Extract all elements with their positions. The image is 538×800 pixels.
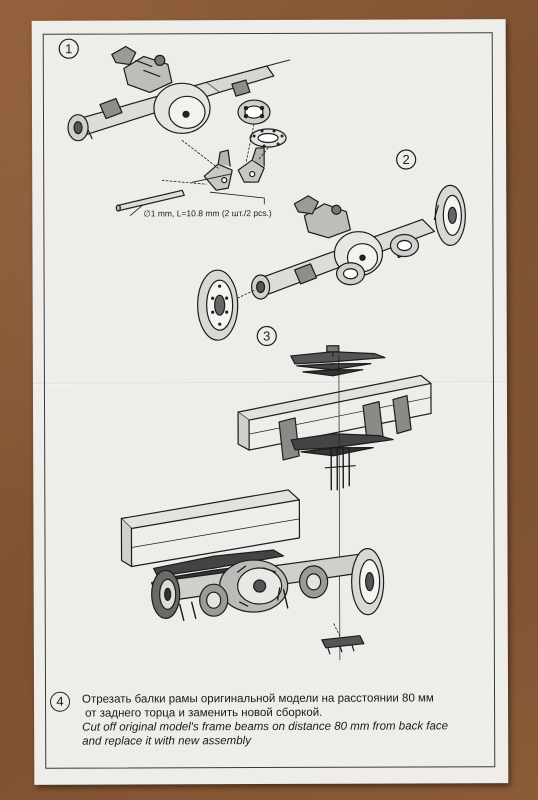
assembly-drawings: 1 2 3 ∅1 mm, L=10.8 mm (2 шт./2 pcs.) bbox=[58, 38, 466, 661]
step1-axle-drawing bbox=[67, 45, 291, 216]
step2-badge bbox=[396, 149, 417, 170]
instruction-ru-line1: Отрезать балки рамы оригинальной модели … bbox=[82, 692, 434, 706]
step3-frame-assembly-drawing bbox=[120, 489, 385, 655]
step2-axle-drawing bbox=[197, 184, 466, 341]
instruction-sheet: 1 2 3 ∅1 mm, L=10.8 mm (2 шт./2 pcs.) 4 … bbox=[31, 19, 509, 785]
step3-badge bbox=[256, 325, 277, 347]
instruction-en-line1: Cut off original model's frame beams on … bbox=[82, 720, 449, 734]
step2-number: 2 bbox=[403, 152, 410, 167]
step1-number: 1 bbox=[65, 41, 72, 56]
instruction-ru-line2: от заднего торца и заменить новой сборко… bbox=[85, 706, 323, 720]
step3-number: 3 bbox=[263, 328, 270, 343]
step4-instructions: 4 Отрезать балки рамы оригинальной модел… bbox=[50, 691, 480, 749]
instruction-en-line2: and replace it with new assembly bbox=[82, 735, 251, 748]
pin-dimension-note: ∅1 mm, L=10.8 mm (2 шт./2 pcs.) bbox=[143, 208, 272, 218]
step1-badge bbox=[58, 38, 79, 59]
step3-spring-drawing bbox=[237, 345, 432, 661]
step4-badge: 4 bbox=[50, 691, 71, 712]
